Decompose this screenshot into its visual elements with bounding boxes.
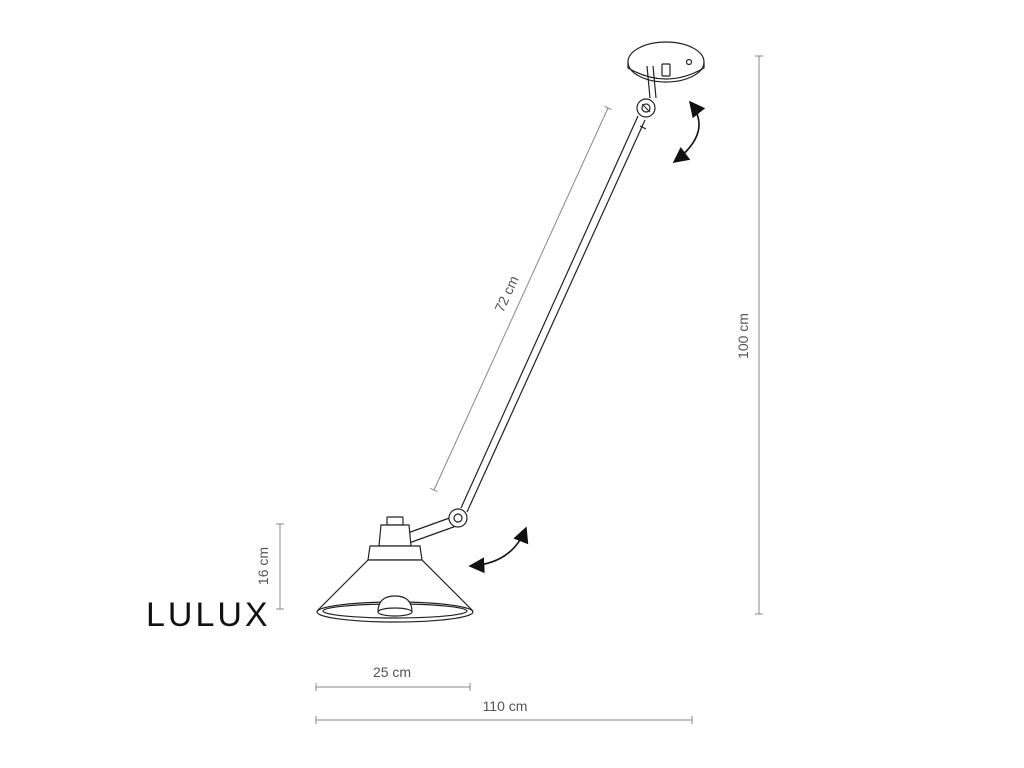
arm-dimension-line bbox=[430, 105, 612, 493]
shade-height-label: 16 cm bbox=[255, 547, 271, 585]
lower-joint bbox=[404, 508, 468, 544]
total-reach-label: 110 cm bbox=[483, 698, 528, 714]
shade-width-label: 25 cm bbox=[373, 664, 411, 680]
brand-name: LULUX bbox=[146, 596, 271, 634]
upper-rotation-arrow bbox=[672, 100, 706, 163]
lower-rotation-arrow bbox=[468, 526, 529, 574]
lamp-arm bbox=[460, 115, 647, 513]
rotation-arrows bbox=[468, 100, 706, 574]
lamp-shade bbox=[316, 516, 474, 623]
total-height-label: 100 cm bbox=[735, 313, 751, 359]
upper-joint bbox=[636, 65, 657, 118]
dimension-lines bbox=[276, 55, 763, 724]
ceiling-canopy bbox=[627, 41, 705, 83]
